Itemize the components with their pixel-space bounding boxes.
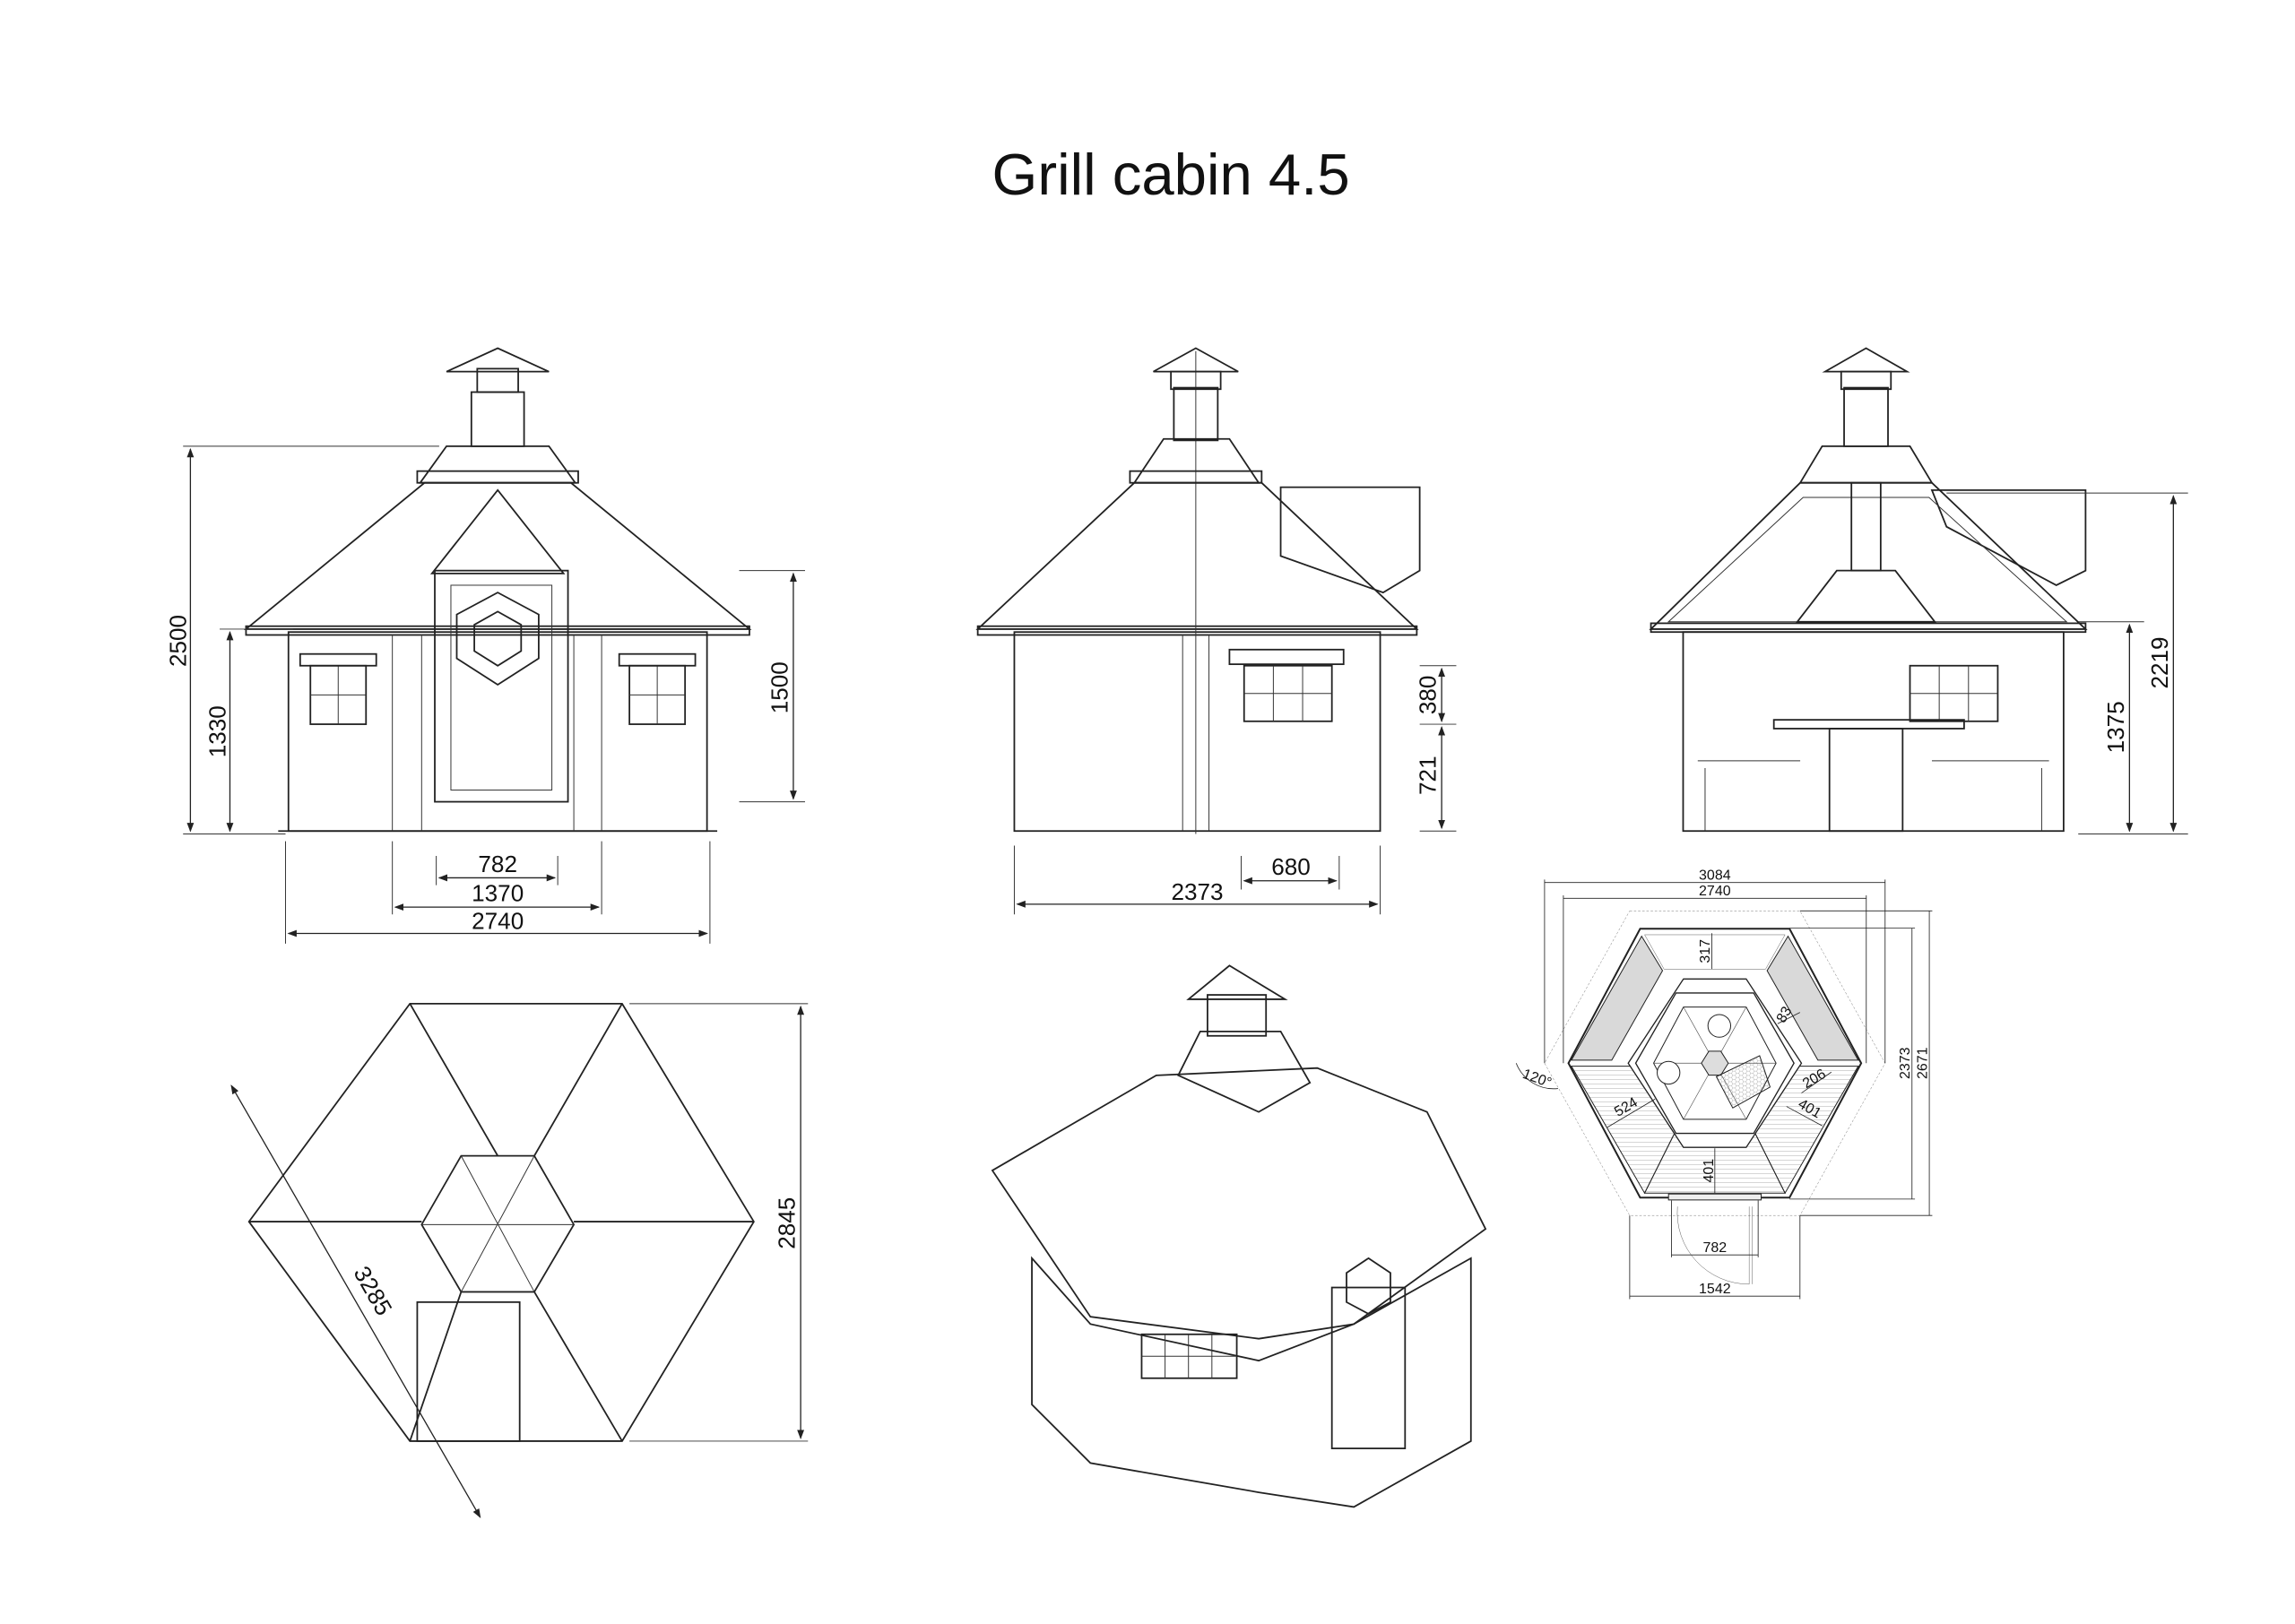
dim-label: 2671 — [1915, 1047, 1930, 1079]
section-view: 2219 1375 — [1649, 347, 2188, 834]
floor-plan: 3084 2740 2373 2671 317 83 206 401 401 5… — [1515, 868, 1933, 1300]
front-elevation: 2500 1330 1500 782 1370 2740 — [164, 347, 806, 944]
dim-label: 2740 — [472, 908, 524, 935]
dim-label: 3084 — [1699, 868, 1731, 883]
dim-label: 1542 — [1699, 1282, 1731, 1297]
dim-label: 2845 — [774, 1197, 801, 1249]
perspective-view — [991, 964, 1487, 1508]
drawing-title: Grill cabin 4.5 — [992, 142, 1350, 207]
dim-label: 2373 — [1171, 878, 1223, 905]
side-elevation: 380 721 680 2373 — [975, 347, 1457, 915]
dim-label: 3285 — [349, 1262, 398, 1320]
dim-label: 317 — [1698, 939, 1713, 963]
dim-label: 2500 — [164, 615, 191, 667]
dim-label: 380 — [1415, 676, 1442, 715]
dim-label: 1370 — [472, 880, 524, 907]
dim-label: 721 — [1415, 756, 1442, 795]
dim-label: 2373 — [1898, 1047, 1913, 1079]
dim-label: 2219 — [2146, 636, 2173, 688]
dim-label: 1375 — [2102, 701, 2129, 753]
dim-label: 1330 — [204, 705, 231, 757]
dim-label: 782 — [1703, 1240, 1728, 1256]
dim-label: 782 — [478, 851, 517, 877]
dim-label: 83 — [1774, 1004, 1796, 1025]
dim-label: 2740 — [1699, 884, 1731, 899]
roof-plan: 2845 3285 — [230, 1002, 809, 1518]
angle-label: 120° — [1520, 1067, 1554, 1091]
dim-label: 680 — [1271, 853, 1311, 880]
dim-label: 401 — [1702, 1159, 1717, 1183]
dim-label: 1500 — [766, 661, 792, 713]
